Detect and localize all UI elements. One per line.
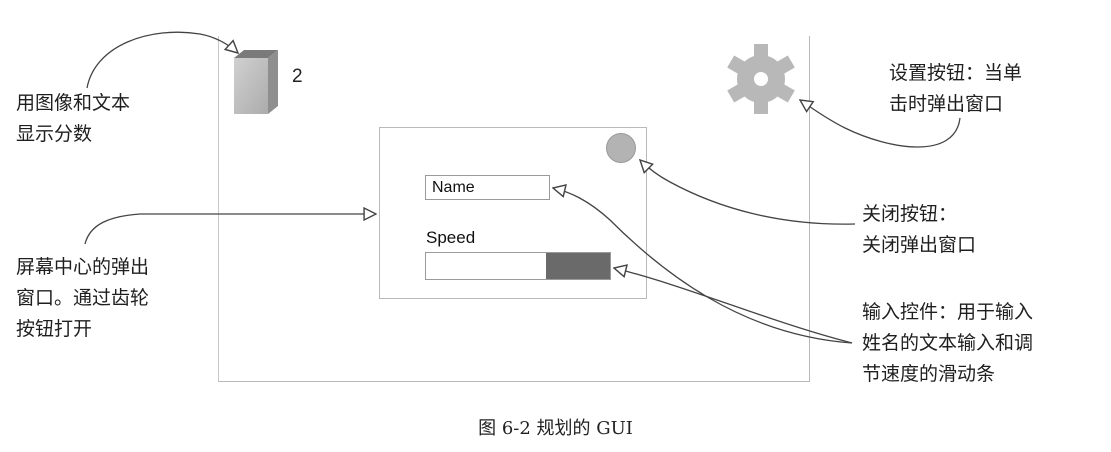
score-value: 2 (292, 66, 303, 87)
callout-score-line (86, 31, 238, 89)
annotation-input-line3: 节速度的滑动条 (862, 363, 996, 385)
speed-slider-fill (426, 253, 546, 279)
annotation-score: 用图像和文本 显示分数 (16, 88, 130, 150)
speed-label: Speed (426, 228, 476, 247)
annotation-popup: 屏幕中心的弹出 窗口。通过齿轮 按钮打开 (16, 252, 149, 345)
annotation-close-line1: 关闭按钮： (862, 203, 958, 225)
callout-input-slider-line (614, 268, 853, 344)
annotation-popup-line1: 屏幕中心的弹出 (16, 256, 150, 278)
figure-caption: 图 6-2 规划的 GUI (478, 418, 633, 439)
annotation-score-line2: 显示分数 (16, 123, 93, 145)
popup-window (379, 127, 647, 299)
annotation-settings-line1: 设置按钮：当单 (889, 62, 1023, 84)
game-screen-frame (218, 36, 810, 382)
annotation-close-line2: 关闭弹出窗口 (862, 234, 977, 256)
name-input[interactable]: Name (425, 175, 550, 200)
callout-settings-line (800, 100, 961, 148)
annotation-popup-line3: 按钮打开 (16, 318, 93, 340)
callout-input-name-line (553, 188, 853, 344)
cube-icon (234, 50, 278, 114)
annotation-popup-line2: 窗口。通过齿轮 (16, 287, 150, 309)
annotation-input: 输入控件：用于输入 姓名的文本输入和调 节速度的滑动条 (862, 297, 1033, 390)
annotation-settings-line2: 击时弹出窗口 (889, 93, 1004, 115)
speed-slider[interactable] (425, 252, 611, 280)
close-button[interactable] (606, 133, 636, 163)
callout-close-line (640, 160, 856, 225)
annotation-input-line2: 姓名的文本输入和调 (862, 332, 1034, 354)
annotation-score-line1: 用图像和文本 (16, 92, 131, 114)
annotation-input-line1: 输入控件：用于输入 (862, 301, 1034, 323)
callout-popup-line (84, 214, 376, 245)
annotation-close: 关闭按钮： 关闭弹出窗口 (862, 199, 976, 261)
gear-icon[interactable] (724, 42, 798, 116)
speed-slider-handle[interactable] (545, 253, 610, 279)
annotation-settings: 设置按钮：当单 击时弹出窗口 (889, 58, 1022, 120)
